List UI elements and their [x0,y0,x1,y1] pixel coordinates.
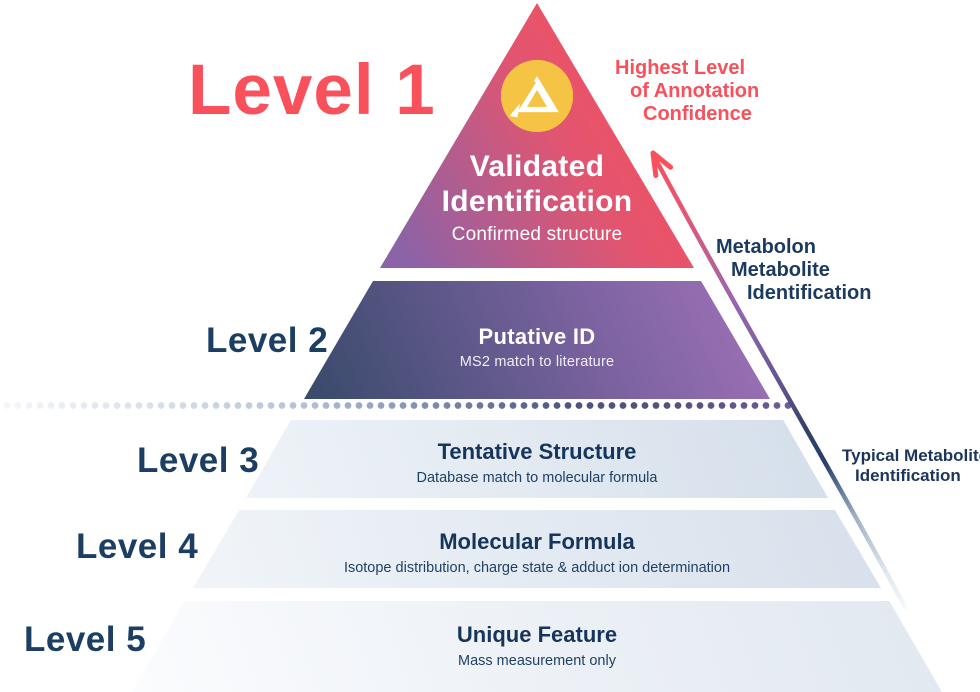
level-2-title: Putative ID [478,324,596,349]
annotation-line: of Annotation [630,80,760,102]
level-1-title: Validated Identification [441,150,633,218]
pyramid-level-3: Tentative Structure Database match to mo… [246,420,828,498]
pyramid-level-1: Validated Identification Confirmed struc… [380,3,694,268]
pyramid-level-2: Putative ID MS2 match to literature [304,281,770,399]
level-3-label: Level 3 [137,441,260,480]
level-4-title: Molecular Formula [439,529,635,554]
level-5-title: Unique Feature [456,622,618,647]
annotation-line: Identification [747,282,872,304]
level-1-label: Level 1 [188,51,436,130]
metabolon-logo-icon [499,58,575,134]
level-3-subtitle: Database match to molecular formula [416,470,658,486]
annotation-line: Identification [855,466,961,485]
highest-confidence-annotation: Highest Level of Annotation Confidence [615,57,759,126]
annotation-line: Metabolite [731,259,830,281]
annotation-line: Typical Metabolite [842,446,980,465]
dotted-divider-line [2,401,792,410]
level-4-label: Level 4 [76,527,199,566]
level-2-label: Level 2 [206,321,329,360]
pyramid-level-5: Unique Feature Mass measurement only [132,601,942,692]
level-1-subtitle: Confirmed structure [451,224,623,245]
pyramid-level-4: Molecular Formula Isotope distribution, … [193,510,881,588]
annotation-line: Confidence [643,103,752,125]
level-3-title: Tentative Structure [437,439,637,464]
annotation-line: Highest Level [615,57,746,79]
level-2-subtitle: MS2 match to literature [459,354,615,370]
level-5-subtitle: Mass measurement only [458,653,616,669]
metabolon-identification-annotation: Metabolon Metabolite Identification [716,236,871,305]
annotation-line: Metabolon [716,236,816,258]
level-4-subtitle: Isotope distribution, charge state & add… [343,560,731,576]
level-5-label: Level 5 [24,620,147,659]
typical-identification-annotation: Typical Metabolite Identification [842,446,980,486]
